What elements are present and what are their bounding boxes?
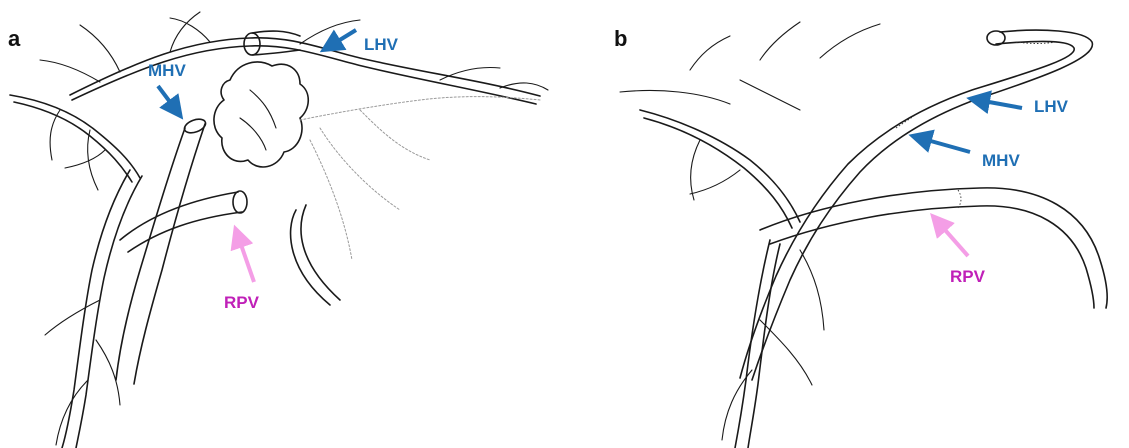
- panel-a: a: [8, 12, 548, 448]
- panel-b-hepatic-branches: [620, 22, 880, 110]
- panel-b-right-hepatic-tree: [640, 110, 824, 448]
- panel-a-rpv-label: RPV: [224, 293, 260, 312]
- panel-a-rpv-arrow: [238, 236, 254, 282]
- panel-b-mhv-arrow: [920, 138, 970, 152]
- panel-b-rpv-arrow: [938, 222, 968, 256]
- panel-b-lhv-annotation: LHV: [978, 97, 1069, 116]
- panel-a-tumor: [214, 62, 308, 167]
- panel-a-lhv-label: LHV: [364, 35, 399, 54]
- panel-b-reconstructed-trunk: [740, 30, 1092, 380]
- panel-a-letter: a: [8, 26, 21, 51]
- panel-a-right-hepatic-tree: [10, 95, 142, 448]
- panel-b-rpv-annotation: RPV: [938, 222, 986, 286]
- panel-b-mhv-annotation: MHV: [920, 138, 1020, 170]
- panel-a-lhv-arrow: [330, 30, 356, 46]
- panel-b-lhv-arrow: [978, 100, 1022, 108]
- panel-a-rpv-stump: [120, 191, 247, 252]
- panel-a-hepatic-branches: [40, 12, 548, 104]
- panel-a-resected-vessels: [300, 97, 540, 260]
- panel-a-mhv-arrow: [158, 86, 176, 110]
- panel-b: b: [614, 22, 1107, 448]
- panel-b-mhv-label: MHV: [982, 151, 1020, 170]
- panel-b-lhv-label: LHV: [1034, 97, 1069, 116]
- panel-b-letter: b: [614, 26, 627, 51]
- panel-a-mhv-annotation: MHV: [148, 61, 186, 110]
- panel-a-lhv-annotation: LHV: [330, 30, 399, 54]
- panel-a-mhv-label: MHV: [148, 61, 186, 80]
- panel-a-ivc-outline: [291, 205, 340, 305]
- panel-a-rpv-annotation: RPV: [224, 236, 260, 312]
- panel-b-reconstructed-rpv: [760, 188, 1107, 308]
- panel-b-rpv-label: RPV: [950, 267, 986, 286]
